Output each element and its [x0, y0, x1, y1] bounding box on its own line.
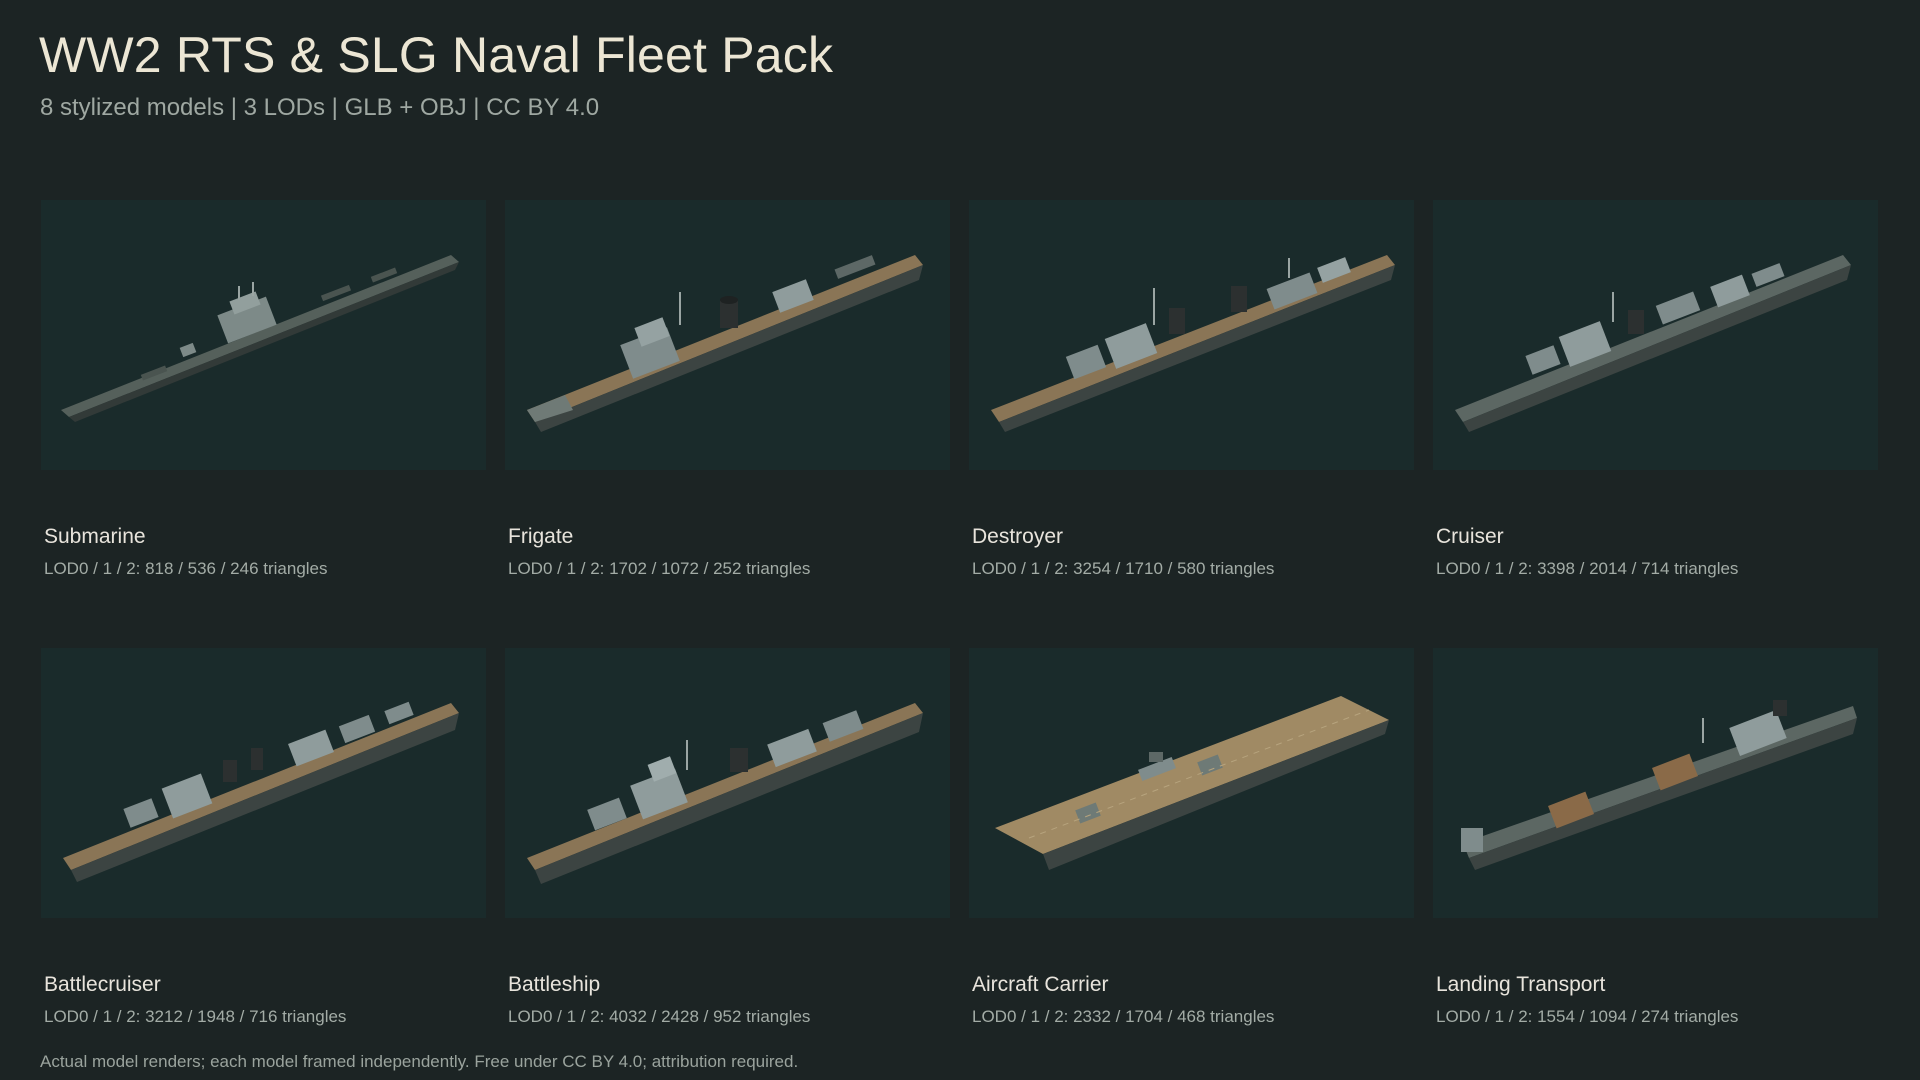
model-render: [505, 648, 950, 918]
model-stats: LOD0 / 1 / 2: 4032 / 2428 / 952 triangle…: [508, 1007, 811, 1026]
model-render: [969, 648, 1414, 918]
model-name: Submarine: [44, 525, 146, 548]
model-stats: LOD0 / 1 / 2: 1702 / 1072 / 252 triangle…: [508, 559, 811, 578]
page-subtitle: 8 stylized models | 3 LODs | GLB + OBJ |…: [40, 94, 600, 121]
model-name: Destroyer: [972, 525, 1064, 548]
model-name: Frigate: [508, 525, 574, 548]
model-stats: LOD0 / 1 / 2: 2332 / 1704 / 468 triangle…: [972, 1007, 1275, 1026]
model-stats: LOD0 / 1 / 2: 818 / 536 / 246 triangles: [44, 559, 328, 578]
model-render: [969, 200, 1414, 470]
model-stats: LOD0 / 1 / 2: 3398 / 2014 / 714 triangle…: [1436, 559, 1739, 578]
model-render: [41, 648, 486, 918]
page-title: WW2 RTS & SLG Naval Fleet Pack: [39, 27, 834, 83]
model-name: Cruiser: [1436, 525, 1504, 548]
model-name: Battleship: [508, 973, 601, 996]
model-stats: LOD0 / 1 / 2: 3212 / 1948 / 716 triangle…: [44, 1007, 347, 1026]
model-name: Landing Transport: [1436, 973, 1606, 996]
model-render: [1433, 200, 1878, 470]
model-name: Battlecruiser: [44, 973, 161, 996]
model-stats: LOD0 / 1 / 2: 1554 / 1094 / 274 triangle…: [1436, 1007, 1739, 1026]
footer-note: Actual model renders; each model framed …: [40, 1052, 799, 1071]
model-render: [41, 200, 486, 470]
model-render: [1433, 648, 1878, 918]
model-stats: LOD0 / 1 / 2: 3254 / 1710 / 580 triangle…: [972, 559, 1275, 578]
model-render: [505, 200, 950, 470]
model-name: Aircraft Carrier: [972, 973, 1109, 996]
